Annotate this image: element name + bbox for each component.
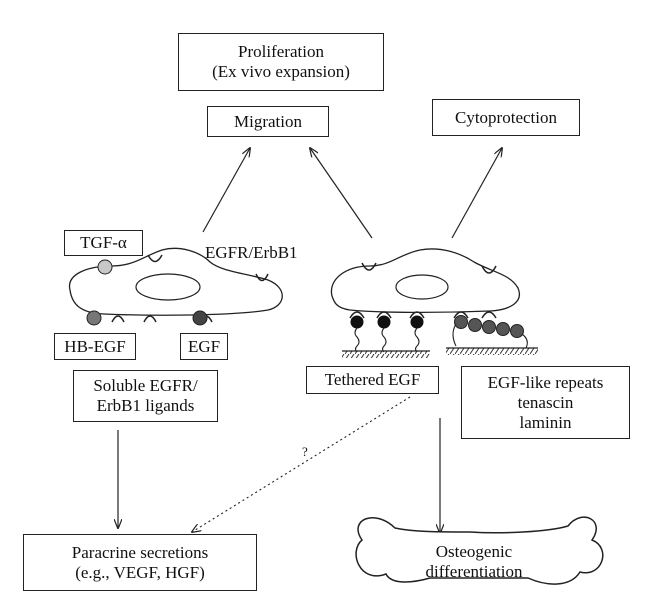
migration-label: Migration <box>234 111 302 131</box>
tgf-alpha-ligand <box>97 259 113 275</box>
hb-egf-label: HB-EGF <box>64 336 126 356</box>
left-receptor-bottom-1 <box>111 315 125 323</box>
proliferation-line2: (Ex vivo expansion) <box>212 62 350 81</box>
egf-like-repeats-line2: tenascin <box>517 392 574 412</box>
egf-label: EGF <box>187 336 221 356</box>
right-receptor-top-2 <box>481 265 497 274</box>
soluble-ligands-line1: Soluble EGFR/ <box>93 376 198 395</box>
egf-like-repeats-chain <box>452 311 528 349</box>
hb-egf-box: HB-EGF <box>54 333 136 360</box>
ecm-substrate <box>446 348 538 355</box>
tethered-egf-complex-2 <box>376 311 392 353</box>
egf-box: EGF <box>180 333 228 360</box>
tgf-alpha-label: TGF-α <box>80 233 127 252</box>
left-cell <box>69 247 283 326</box>
egf-like-repeats-line1: EGF-like repeats <box>487 372 604 392</box>
tgf-alpha-box: TGF-α <box>64 230 143 256</box>
arrow-right-cell-to-cytoprotection <box>451 148 502 239</box>
tethered-egf-label: Tethered EGF <box>324 370 421 389</box>
egfr-erbb1-label: EGFR/ErbB1 <box>205 243 298 262</box>
dotted-arrow-tethered-to-paracrine <box>192 396 411 532</box>
cytoprotection-label: Cytoprotection <box>455 107 557 127</box>
egf-like-repeats-line3: laminin <box>519 412 572 432</box>
paracrine-line2: (e.g., VEGF, HGF) <box>75 562 205 582</box>
arrow-right-cell-to-migration <box>310 148 373 239</box>
migration-box: Migration <box>207 106 329 137</box>
hb-egf-ligand <box>86 310 102 326</box>
right-receptor-top-1 <box>361 262 377 271</box>
osteogenic-line2: differentiation <box>425 562 523 581</box>
cytoprotection-box: Cytoprotection <box>432 99 580 136</box>
left-receptor-top-2 <box>255 273 269 282</box>
osteogenic-line1: Osteogenic <box>435 542 513 561</box>
proliferation-box: Proliferation (Ex vivo expansion) <box>178 33 384 91</box>
egf-ligand <box>192 310 208 326</box>
paracrine-box: Paracrine secretions (e.g., VEGF, HGF) <box>23 534 257 591</box>
right-cell <box>330 248 538 358</box>
left-cell-nucleus <box>135 273 201 301</box>
bone-shape <box>355 516 604 585</box>
tethered-egf-complex-1 <box>349 311 365 353</box>
tethered-egf-box: Tethered EGF <box>306 366 439 394</box>
left-receptor-top-1 <box>147 254 163 263</box>
question-mark-label: ? <box>302 444 308 459</box>
egf-like-repeats-box: EGF-like repeats tenascin laminin <box>461 366 630 439</box>
right-cell-nucleus <box>395 274 449 300</box>
soluble-ligands-line2: ErbB1 ligands <box>96 396 195 415</box>
tethered-egf-complex-3 <box>409 311 425 353</box>
arrow-left-cell-to-migration <box>202 148 250 233</box>
paracrine-line1: Paracrine secretions <box>71 542 209 562</box>
proliferation-line1: Proliferation <box>238 42 324 61</box>
left-receptor-bottom-2 <box>143 315 157 323</box>
soluble-ligands-box: Soluble EGFR/ ErbB1 ligands <box>73 370 218 422</box>
osteogenic-label: Osteogenic differentiation <box>404 542 544 582</box>
tethered-substrate <box>342 351 430 358</box>
